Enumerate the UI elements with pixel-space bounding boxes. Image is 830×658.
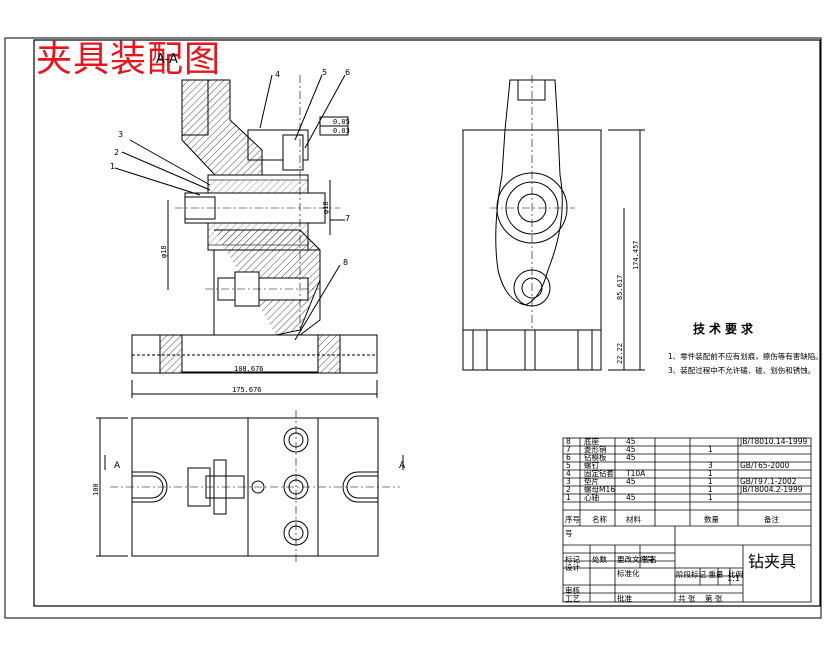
dim-108: 108.676 xyxy=(234,365,264,373)
inner-border xyxy=(33,39,821,607)
label-review: 审核 xyxy=(565,586,580,595)
bom-grid xyxy=(562,437,812,603)
bom-cell-name: 菱形销 xyxy=(584,445,607,454)
bom-cell-qty: 1 xyxy=(708,485,713,494)
bom-cell-note: GB/T65-2000 xyxy=(740,461,790,470)
tolerance-2: 0.03 xyxy=(333,127,350,135)
callout-4: 4 xyxy=(275,70,281,79)
bom-cell-note: GB/T97.1-2002 xyxy=(740,477,797,486)
label-standard: 标准化 xyxy=(617,569,640,578)
label-approve: 批准 xyxy=(617,594,632,603)
bom-cell-qty: 3 xyxy=(708,461,713,470)
title-row-label: 号 xyxy=(565,529,573,538)
bom-cell-no: 7 xyxy=(566,445,571,454)
view-marker-right: A xyxy=(399,461,406,471)
side-view xyxy=(462,75,645,371)
callout-5: 5 xyxy=(322,68,328,77)
callout-1: 1 xyxy=(110,162,116,171)
bom-cell-material: 45 xyxy=(626,437,636,446)
bom-header-qty: 数量 xyxy=(704,515,719,524)
label-revision: 更改文件号 xyxy=(617,555,655,564)
callout-3: 3 xyxy=(118,130,124,139)
bom-cell-material: 45 xyxy=(626,493,636,502)
bom-cell-name: 垫片 xyxy=(584,477,599,486)
bom-cell-qty: 1 xyxy=(708,469,713,478)
bom-cell-name: 底座 xyxy=(584,437,599,446)
tech-note-2: 3、装配过程中不允许磕、碰、划伤和锈蚀。 xyxy=(668,366,816,375)
section-label: A-A xyxy=(156,52,178,67)
callout-6: 6 xyxy=(345,68,351,77)
top-view xyxy=(96,410,404,565)
bom-cell-material: 45 xyxy=(626,477,636,486)
bom-cell-no: 6 xyxy=(566,453,571,462)
bom-cell-no: 4 xyxy=(566,469,571,478)
bom-cell-name: 心轴 xyxy=(584,493,599,502)
dim-22: 22.22 xyxy=(616,342,624,364)
label-stage: 阶段标记 xyxy=(676,570,706,579)
bom-header-material: 材料 xyxy=(626,515,641,524)
bom-cell-qty: 1 xyxy=(708,445,713,454)
label-weight: 重量 xyxy=(708,570,724,579)
drawing-title: 夹具装配图 xyxy=(36,39,222,80)
dim-100: 100 xyxy=(92,483,100,496)
dim-175: 175.676 xyxy=(232,386,262,394)
bom-cell-note: JB/T8010.14-1999 xyxy=(740,437,808,446)
bom-cell-material: 45 xyxy=(626,453,636,462)
bom-cell-name: 螺钉 xyxy=(584,461,599,470)
label-sign: 签名 xyxy=(642,555,657,564)
scale-value: 1:1 xyxy=(727,574,740,583)
bom-cell-qty: 1 xyxy=(708,493,713,502)
bom-cell-no: 8 xyxy=(566,437,571,446)
label-count: 处数 xyxy=(592,555,607,564)
bom-cell-qty: 1 xyxy=(708,477,713,486)
label-design: 设计 xyxy=(565,563,580,572)
bom-header-note: 备注 xyxy=(764,515,779,524)
title-labels-strip: 阶段标记 重量 xyxy=(676,570,723,579)
dia-left: φ18 xyxy=(160,245,168,258)
bom-cell-name: 固定钻套 xyxy=(584,469,614,478)
bom-cell-material: 45 xyxy=(626,445,636,454)
bom-cell-material: T10A xyxy=(626,469,646,478)
title-block-name: 钻夹具 xyxy=(748,552,797,571)
label-sheet-no: 第 张 xyxy=(705,594,723,603)
label-process: 工艺 xyxy=(565,594,580,603)
tech-note-1: 1、零件装配前不应有划痕，擦伤等有害缺陷。 xyxy=(668,352,823,361)
dim-85: 85.617 xyxy=(616,274,624,300)
dia-right: φ18 xyxy=(322,201,330,214)
section-view-aa xyxy=(114,74,378,398)
bom-header-name: 名称 xyxy=(592,515,607,524)
bom-cell-no: 5 xyxy=(566,461,571,470)
tolerance-1: 0.05 xyxy=(333,118,350,126)
view-marker-left: A xyxy=(114,461,121,471)
outer-border xyxy=(4,37,822,619)
label-marks: 标记 xyxy=(565,555,580,564)
bom-header-no: 序号 xyxy=(565,515,580,524)
bom-cell-no: 1 xyxy=(566,493,571,502)
bom-cell-note: JB/T8004.2-1999 xyxy=(740,485,803,494)
bom-cell-no: 2 xyxy=(566,485,571,494)
dim-174: 174.457 xyxy=(632,240,640,270)
tech-requirements-title: 技术要求 xyxy=(693,322,758,336)
bom-cell-no: 3 xyxy=(566,477,571,486)
callout-2: 2 xyxy=(114,148,120,157)
callout-8: 8 xyxy=(343,258,349,267)
callout-7: 7 xyxy=(345,214,351,223)
label-total-sheets: 共 张 xyxy=(678,594,696,603)
bom-cell-name: 钻模板 xyxy=(584,453,607,462)
scale-label: 比例 xyxy=(728,570,743,579)
bom-cell-name: 螺母M16 xyxy=(584,485,616,494)
